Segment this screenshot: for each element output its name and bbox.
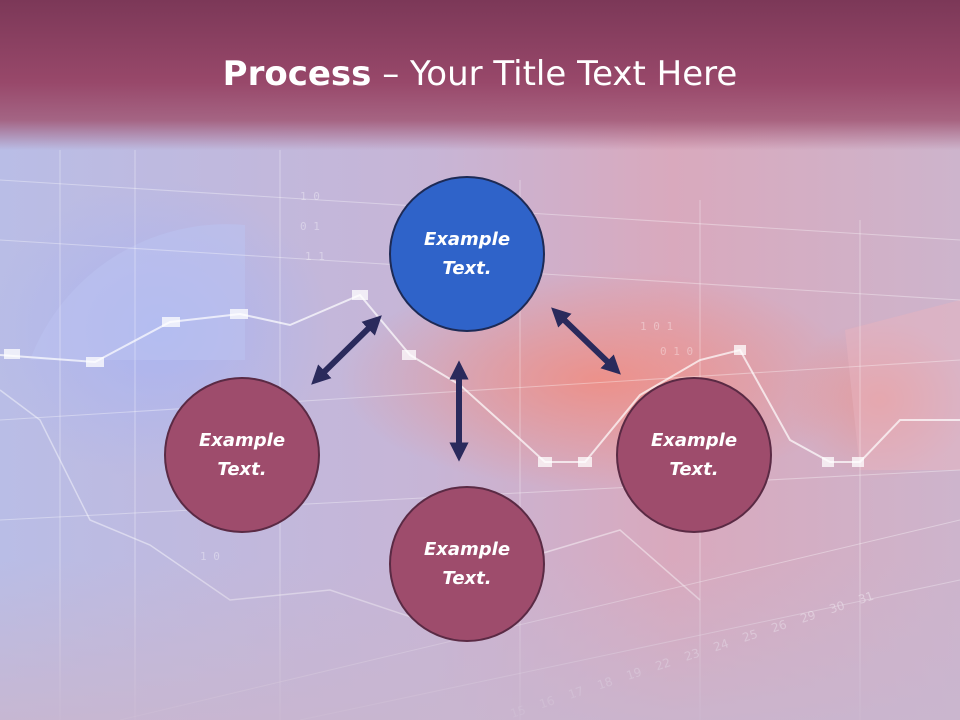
svg-text:0 1: 0 1 [300,220,320,233]
node-top: Example Text. [389,176,545,332]
node-top-line1: Example [423,229,511,250]
node-right-line2: Text. [669,459,719,480]
node-right: Example Text. [616,377,772,533]
node-left-line2: Text. [217,459,267,480]
svg-text:1 0 1: 1 0 1 [640,320,673,333]
node-bottom: Example Text. [389,486,545,642]
arrow-top-right [551,307,621,375]
slide-title: Process – Your Title Text Here [0,52,960,96]
svg-text:0 1 0: 0 1 0 [660,345,693,358]
svg-text:1 0: 1 0 [300,190,320,203]
svg-text:1 0: 1 0 [200,550,220,563]
node-left: Example Text. [164,377,320,533]
title-separator: – [371,54,411,94]
node-bottom-line1: Example [423,539,511,560]
node-right-line1: Example [650,430,738,451]
title-rest: Your Title Text Here [410,54,738,94]
svg-text:1 1: 1 1 [305,250,325,263]
node-left-line1: Example [198,430,286,451]
node-bottom-line2: Text. [442,568,492,589]
node-top-line2: Text. [442,258,492,279]
title-bar [0,0,960,150]
arrow-top-left [311,315,382,385]
title-bold: Process [222,54,372,94]
